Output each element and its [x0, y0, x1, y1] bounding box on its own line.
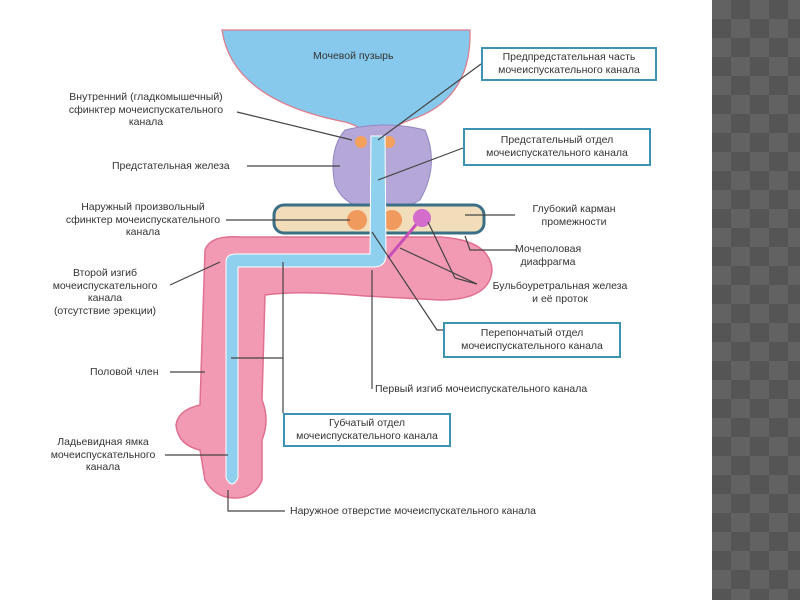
anatomy-illustration	[165, 29, 517, 512]
label-line: мочеиспускательного канала	[296, 429, 438, 442]
label-line: Второй изгиб	[72, 267, 138, 279]
label-line: сфинктер мочеиспускательного	[65, 213, 221, 226]
label-line: сфинктер мочеиспускательного	[68, 103, 224, 116]
label-line: (отсутствие эрекции)	[53, 304, 157, 317]
leader-lines	[165, 63, 517, 512]
label-line: Внутренний (гладкомышечный)	[69, 91, 223, 103]
label-line: Ладьевидная ямка	[57, 436, 149, 448]
label-line: мочеиспускательного канала	[461, 339, 603, 352]
label-line: Наружный произвольный	[81, 201, 205, 213]
label-prostatic-part: Предстательный отдел мочеиспускательного…	[463, 128, 651, 166]
label-deep-pouch: Глубокий карман промежности	[515, 203, 633, 228]
label-preprostatic-part: Предпредстательная часть мочеиспускатель…	[481, 47, 657, 81]
label-line: канала	[85, 461, 121, 473]
label-line: мочеиспускательного	[50, 448, 156, 461]
label-line: канала	[125, 226, 161, 238]
label-prostate: Предстательная железа	[112, 160, 230, 172]
label-external-sphincter: Наружный произвольный сфинктер мочеиспус…	[58, 201, 228, 239]
label-second-bend: Второй изгиб мочеиспускательного канала …	[38, 267, 172, 317]
label-line: диафрагма	[520, 255, 576, 268]
bulbourethral-gland-shape	[413, 209, 431, 227]
internal-sphincter-shape	[355, 136, 367, 148]
label-external-orifice: Наружное отверстие мочеиспускательного к…	[290, 505, 536, 517]
label-line: Предстательный отдел	[500, 134, 614, 146]
label-line: Глубокий карман	[532, 203, 616, 215]
label-navicular-fossa: Ладьевидная ямка мочеиспускательного кан…	[38, 436, 168, 474]
label-line: и её проток	[532, 292, 588, 305]
label-first-bend: Первый изгиб мочеиспускательного канала	[375, 383, 588, 395]
label-line: Перепончатый отдел	[480, 327, 584, 339]
label-line: мочеиспускательного канала	[498, 63, 640, 76]
label-bladder: Мочевой пузырь	[313, 50, 394, 62]
external-sphincter-shape	[347, 210, 367, 230]
label-bulbourethral-gland: Бульбоуретральная железа и её проток	[480, 280, 640, 305]
label-line: промежности	[541, 215, 607, 228]
label-membranous-part: Перепончатый отдел мочеиспускательного к…	[443, 322, 621, 358]
label-line: Губчатый отдел	[328, 417, 406, 429]
label-line: канала	[128, 116, 164, 128]
penis-shape	[175, 236, 493, 499]
external-sphincter-shape	[382, 210, 402, 230]
label-line: Мочеполовая	[515, 243, 582, 255]
bladder-shape	[221, 29, 471, 141]
bulbourethral-duct	[386, 219, 422, 259]
decorative-pattern-strip	[712, 0, 800, 600]
label-line: мочеиспускательного	[52, 279, 158, 292]
label-line: канала	[87, 292, 123, 304]
label-internal-sphincter: Внутренний (гладкомышечный) сфинктер моч…	[55, 91, 237, 129]
label-penis: Половой член	[90, 366, 159, 378]
label-line: Бульбоуретральная железа	[492, 280, 628, 292]
urethra-shape	[225, 135, 387, 485]
label-line: Предпредстательная часть	[502, 51, 636, 63]
internal-sphincter-shape	[383, 136, 395, 148]
label-urogenital-diaphragm: Мочеполовая диафрагма	[515, 243, 581, 268]
label-line: мочеиспускательного канала	[486, 146, 628, 159]
label-spongy-part: Губчатый отдел мочеиспускательного канал…	[283, 413, 451, 447]
